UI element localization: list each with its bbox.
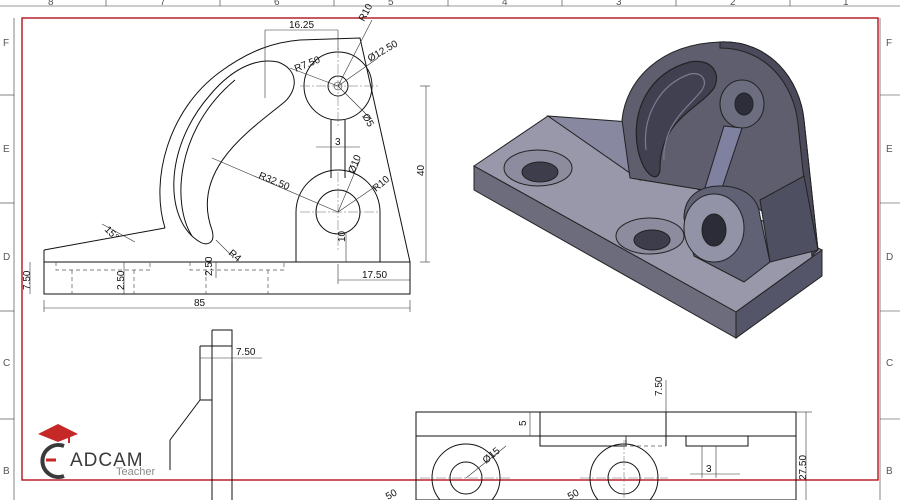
dim-5-top: 5 xyxy=(518,420,529,426)
dim-7-50-side: 7.50 xyxy=(236,347,256,358)
dim-r10-mid: R10 xyxy=(371,174,392,195)
zone-label-5: 5 xyxy=(388,0,394,8)
dim-2-50-b: 2.50 xyxy=(204,256,215,276)
dim-16-25: 16.25 xyxy=(289,20,314,31)
dim-50-partial-left: 50 xyxy=(384,487,400,500)
adcam-logo: ADCAM Teacher xyxy=(34,420,174,480)
dim-dia-12-50: Ø12.50 xyxy=(366,38,400,64)
zone-label-8: 8 xyxy=(48,0,54,8)
zone-label-6: 6 xyxy=(274,0,280,8)
dim-3-top: 3 xyxy=(706,464,712,475)
dim-27-50: 27.50 xyxy=(798,455,809,480)
dim-2-50-a: 2.50 xyxy=(116,270,127,290)
graduation-cap-icon xyxy=(38,424,78,479)
isometric-part-view xyxy=(473,41,823,339)
zone-label-b-left: B xyxy=(3,466,10,477)
zone-strip-right: F E D C B xyxy=(879,18,900,500)
zone-label-2: 2 xyxy=(730,0,736,8)
dim-dia-15: Ø15 xyxy=(481,445,503,466)
zone-label-7: 7 xyxy=(160,0,166,8)
dim-10-boss: 10 xyxy=(337,230,348,242)
zone-label-d-left: D xyxy=(3,252,10,263)
zone-label-f-left: F xyxy=(3,38,9,49)
zone-label-4: 4 xyxy=(502,0,508,8)
dim-85: 85 xyxy=(194,298,206,309)
dim-angle-15: 15° xyxy=(102,224,120,242)
dim-r10-top: R10 xyxy=(357,2,376,24)
zone-label-e-right: E xyxy=(886,144,893,155)
top-view: 7.50 5 Ø15 3 27.50 50 50 xyxy=(384,376,812,500)
dim-dia-10: Ø10 xyxy=(347,153,364,175)
dim-3-web: 3 xyxy=(335,137,341,148)
logo-sub-text: Teacher xyxy=(116,466,156,478)
dim-r32-50: R32.50 xyxy=(257,171,291,193)
dim-7-50-base: 7.50 xyxy=(22,270,33,290)
zone-label-3: 3 xyxy=(616,0,622,8)
dim-40: 40 xyxy=(416,164,427,176)
zone-label-b-right: B xyxy=(886,466,893,477)
zone-label-c-right: C xyxy=(886,358,893,369)
front-view: 16.25 R10 Ø12.50 R7.50 Ø5 3 Ø10 R32.50 R… xyxy=(22,2,430,312)
zone-label-e-left: E xyxy=(3,144,10,155)
zone-label-c-left: C xyxy=(3,358,10,369)
logo-brand-text: ADCAM xyxy=(70,450,144,471)
zone-label-1: 1 xyxy=(843,0,849,8)
dim-17-50: 17.50 xyxy=(362,270,387,281)
side-view: 7.50 xyxy=(169,329,262,500)
dim-7-50-top: 7.50 xyxy=(654,376,665,396)
dim-50-partial: 50 xyxy=(566,487,582,500)
zone-strip-top: 8 7 6 5 4 3 2 1 xyxy=(0,0,900,8)
zone-label-d-right: D xyxy=(886,252,893,263)
zone-label-f-right: F xyxy=(886,38,892,49)
zone-strip-left: F E D C B xyxy=(0,18,15,500)
dim-dia-5: Ø5 xyxy=(359,112,375,129)
